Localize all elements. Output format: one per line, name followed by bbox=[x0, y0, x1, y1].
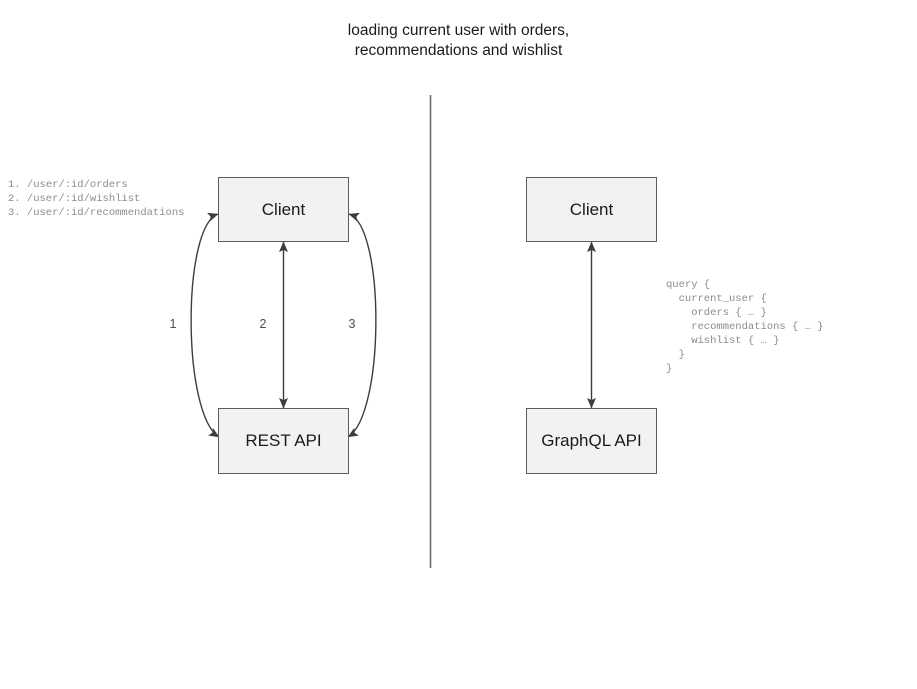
node-graphql-api-label: GraphQL API bbox=[541, 431, 642, 450]
node-client-graphql-label: Client bbox=[569, 199, 614, 219]
graphql-query-block: query { current_user { orders { … } reco… bbox=[666, 279, 824, 375]
node-rest-api[interactable]: REST API bbox=[218, 408, 349, 474]
edge-label-3: 3 bbox=[348, 317, 356, 331]
node-client-rest-label: Client bbox=[261, 199, 306, 219]
edge-label-1: 1 bbox=[169, 317, 177, 331]
rest-endpoint-list: 1. /user/:id/orders 2. /user/:id/wishlis… bbox=[8, 179, 185, 219]
rest-edge-3 bbox=[347, 212, 377, 438]
node-client-graphql[interactable]: Client bbox=[526, 177, 657, 242]
node-graphql-api[interactable]: GraphQL API bbox=[526, 408, 657, 474]
node-rest-api-label: REST API bbox=[245, 431, 322, 450]
node-client-rest[interactable]: Client bbox=[218, 177, 349, 242]
edge-label-2: 2 bbox=[259, 317, 267, 331]
rest-edge-1 bbox=[190, 212, 220, 438]
page-title: loading current user with orders, recomm… bbox=[347, 22, 570, 59]
